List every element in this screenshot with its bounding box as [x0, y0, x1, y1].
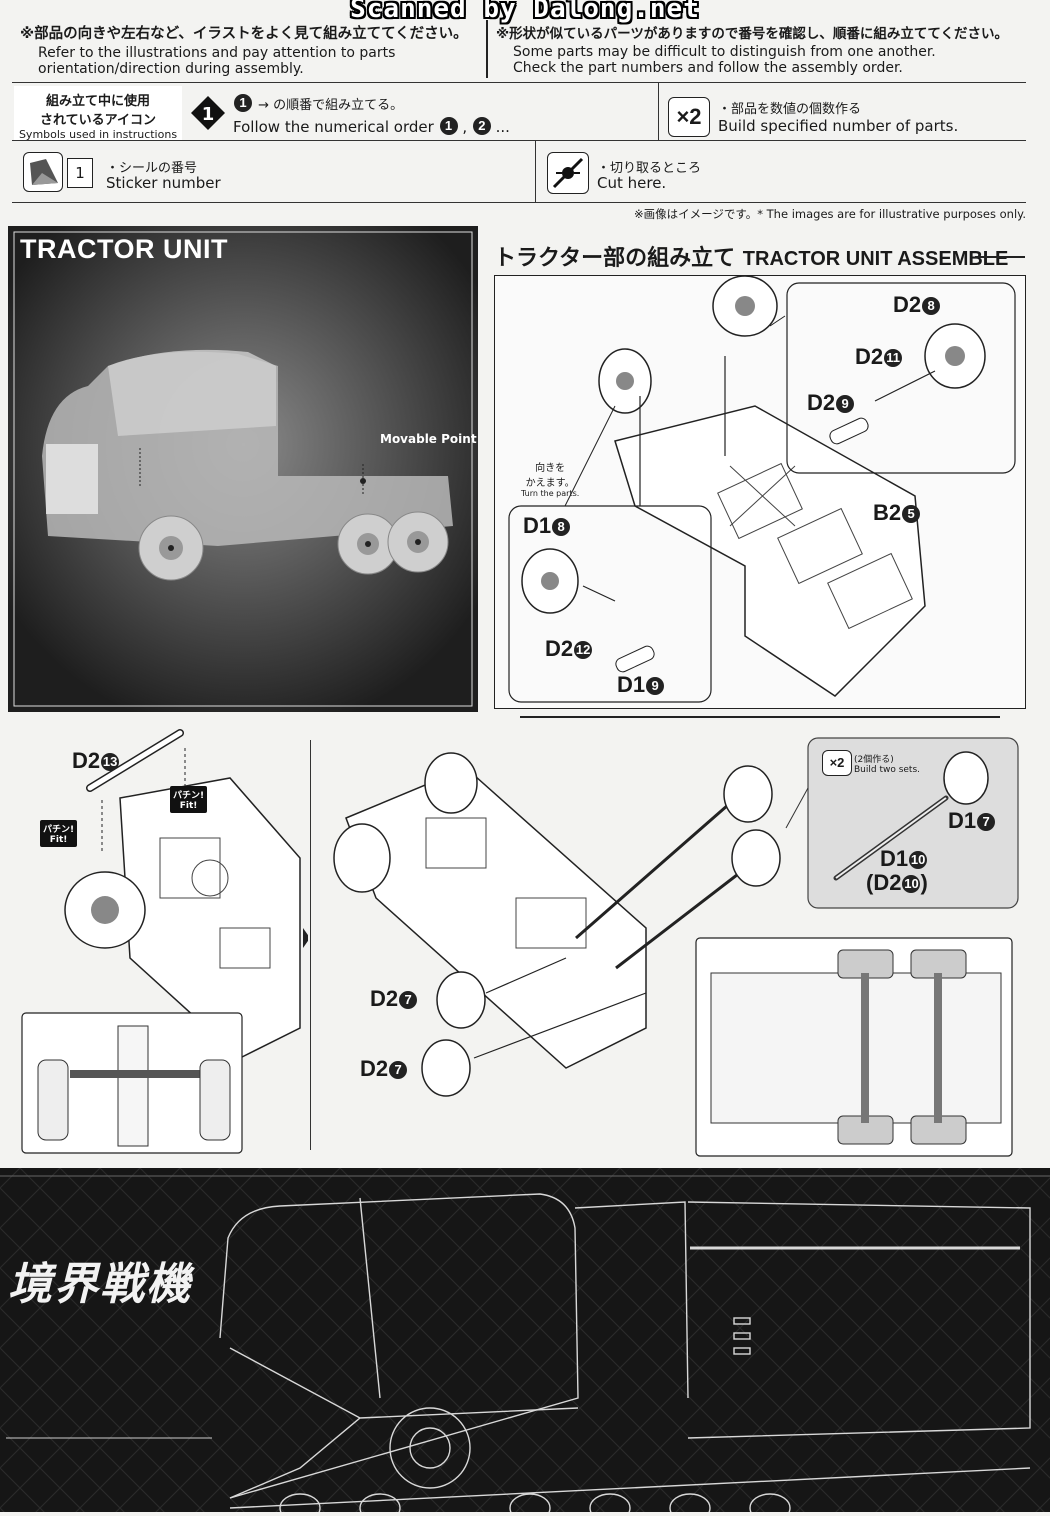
tractor-title: TRACTOR UNIT	[20, 234, 228, 264]
fit-badge-1: パチン!Fit!	[170, 786, 208, 813]
section-rule	[520, 716, 1000, 718]
assemble-title-en: TRACTOR UNIT ASSEMBLE	[742, 248, 1009, 270]
hitch-illustration	[21, 729, 310, 1154]
movable-point-label: Movable Point	[380, 432, 477, 446]
rule	[12, 140, 1026, 141]
symbols-label-jp2: されているアイコン	[40, 113, 156, 128]
rule	[12, 202, 1026, 203]
order-en: Follow the numerical order	[233, 118, 434, 136]
turn-parts-note: 向きを かえます。 Turn the parts.	[521, 459, 579, 498]
sticker-number-box: 1	[67, 158, 93, 188]
order-en-row: Follow the numerical order 1 , 2 ...	[233, 117, 510, 136]
step1-badge-en: 1	[439, 117, 458, 135]
step-divider	[310, 740, 311, 1150]
footer-logo: 境界戦機	[8, 1259, 192, 1310]
note-right-jp: ※形状が似ているパーツがありますので番号を確認し、順番に組み立ててください。	[496, 26, 1008, 42]
order-icon: 1	[190, 95, 226, 135]
tractor-photo	[8, 226, 478, 712]
note-left: ※部品の向きや左右など、イラストをよく見て組み立ててください。 Refer to…	[20, 22, 485, 77]
scan-watermark: Scanned by Dalong.net	[350, 0, 700, 24]
turn-jp1: 向きを	[535, 463, 566, 474]
footer-band: 境界戦機	[0, 1168, 1050, 1516]
tractor-photo-panel: TRACTOR UNIT Movable Point	[8, 226, 478, 712]
fit-badge-2: パチン!Fit!	[40, 820, 78, 847]
axle-illustration	[333, 737, 1019, 1157]
note-left-en1: Refer to the illustrations and pay atten…	[38, 45, 396, 61]
step1-badge: 1	[234, 94, 252, 112]
note-right-en1: Some parts may be difficult to distingui…	[513, 44, 936, 60]
count-en: Build specified number of parts.	[718, 117, 959, 135]
svg-text:1: 1	[202, 104, 215, 125]
turn-en: Turn the parts.	[521, 489, 580, 498]
step2-badge-en: 2	[472, 117, 491, 135]
footer-truck-outline	[0, 1168, 1050, 1516]
note-right-en2: Check the part numbers and follow the as…	[513, 60, 903, 76]
order-jp-row: 1 → の順番で組み立てる。	[233, 94, 403, 113]
note-right: ※形状が似ているパーツがありますので番号を確認し、順番に組み立ててください。 S…	[496, 22, 1036, 76]
turn-jp2: かえます。	[525, 478, 575, 489]
chassis-illustration	[508, 275, 1016, 703]
assemble-title-jp: トラクター部の組み立て	[494, 246, 736, 271]
count-icon: ×2	[668, 97, 710, 137]
col-divider	[535, 140, 536, 202]
disclaimer: ※画像はイメージです。* The images are for illustra…	[634, 207, 1026, 221]
sticker-en: Sticker number	[106, 174, 221, 192]
build-two-note: (2個作る)Build two sets.	[854, 755, 921, 775]
note-divider	[486, 20, 488, 78]
cut-jp: ・切り取るところ	[597, 161, 702, 176]
note-left-jp: ※部品の向きや左右など、イラストをよく見て組み立ててください。	[20, 26, 468, 42]
symbols-label-jp1: 組み立て中に使用	[45, 94, 150, 109]
note-left-en2: orientation/direction during assembly.	[38, 61, 304, 77]
col-divider	[658, 82, 659, 140]
count-jp: ・部品を数値の個数作る	[718, 102, 862, 117]
sticker-icon	[23, 152, 63, 192]
cut-en: Cut here.	[597, 174, 667, 192]
build-two-icon: ×2	[822, 750, 852, 776]
rule	[12, 82, 1026, 83]
sticker-jp: ・シールの番号	[106, 161, 198, 176]
symbols-label-en: Symbols used in instructions	[18, 128, 178, 141]
title-rule	[975, 256, 1025, 258]
assemble-title: トラクター部の組み立て TRACTOR UNIT ASSEMBLE	[494, 240, 1008, 272]
cut-icon	[547, 152, 589, 194]
order-jp: → の順番で組み立てる。	[258, 98, 404, 113]
symbols-label: 組み立て中に使用 されているアイコン Symbols used in instr…	[14, 86, 182, 141]
